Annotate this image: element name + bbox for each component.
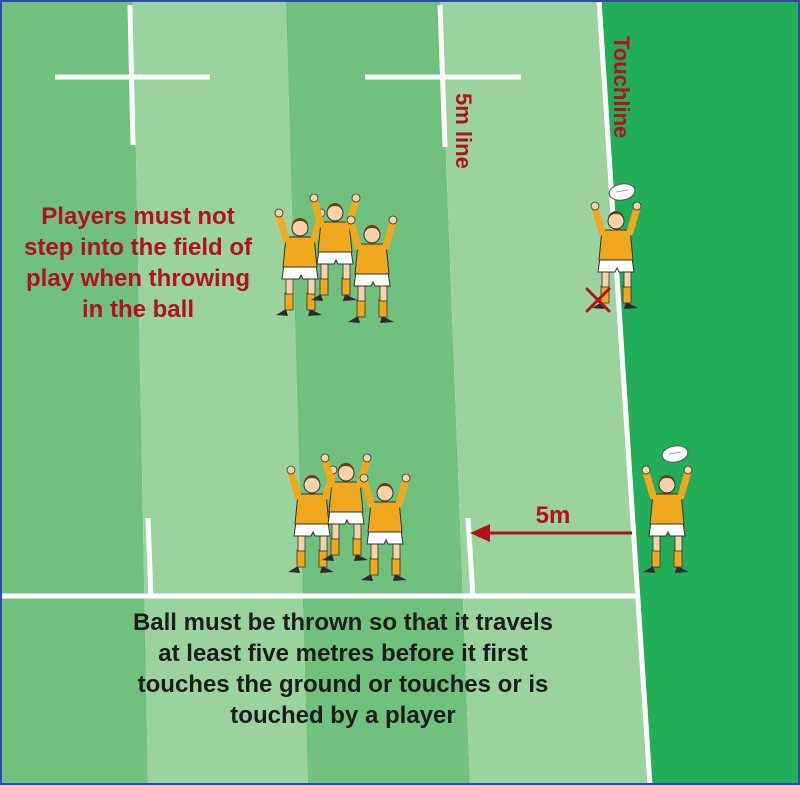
arrow-left-icon <box>470 524 632 542</box>
rule-distance-text: Ball must be thrown so that it travels a… <box>133 609 553 729</box>
field-stripe <box>0 0 148 785</box>
touchline-marking <box>596 0 653 785</box>
rule-distance-line: at least five metres before it first <box>158 640 527 667</box>
rule-distance-line: touches the ground or touches or is <box>138 671 549 698</box>
vertical-line-left-bottom <box>145 517 154 599</box>
field-stripe <box>133 0 308 785</box>
field-lines <box>0 0 650 785</box>
rule-step-line: Players must not <box>41 203 234 230</box>
rule-distance-line: Ball must be thrown so that it travels <box>133 609 553 636</box>
rule-step-line: step into the field of <box>24 234 253 261</box>
five-metre-distance-label: 5m <box>536 502 571 529</box>
five-metre-line-label: 5m line <box>451 93 476 169</box>
field-stripe <box>440 0 650 785</box>
rule-step-text: Players must not step into the field of … <box>24 203 253 323</box>
field-stripe <box>286 0 470 785</box>
touch-area <box>599 0 800 785</box>
five-metre-line-bottom <box>465 517 476 599</box>
rule-step-line: in the ball <box>82 296 194 323</box>
cross-mark-icon <box>585 287 611 313</box>
field-of-play <box>0 0 650 785</box>
touchline-label: Touchline <box>609 36 634 138</box>
rule-distance-line: touched by a player <box>230 702 455 729</box>
rule-step-line: play when throwing <box>26 265 250 292</box>
